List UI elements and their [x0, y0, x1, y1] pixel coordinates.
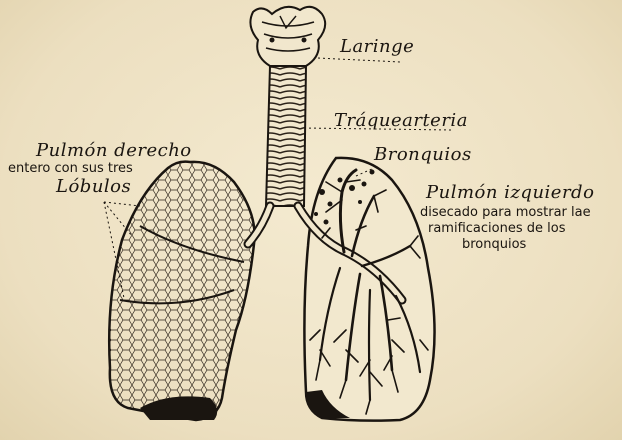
label-disecado: disecado para mostrar lae [420, 206, 591, 219]
left-lung [298, 158, 435, 421]
label-traquearteria: Tráquearteria [334, 112, 468, 130]
label-ramificaciones: ramificaciones de los [428, 222, 565, 235]
label-laringe: Laringe [340, 38, 414, 56]
label-bronquios-small: bronquios [462, 238, 526, 251]
larynx [250, 7, 325, 66]
trachea [266, 66, 306, 206]
label-pulmon-derecho: Pulmón derecho [36, 142, 192, 160]
label-entero: entero con sus tres [8, 162, 133, 175]
right-lung [109, 162, 254, 420]
label-pulmon-izquierdo: Pulmón izquierdo [426, 184, 594, 202]
label-lobulos: Lóbulos [56, 178, 131, 196]
label-bronquios: Bronquios [374, 146, 472, 164]
